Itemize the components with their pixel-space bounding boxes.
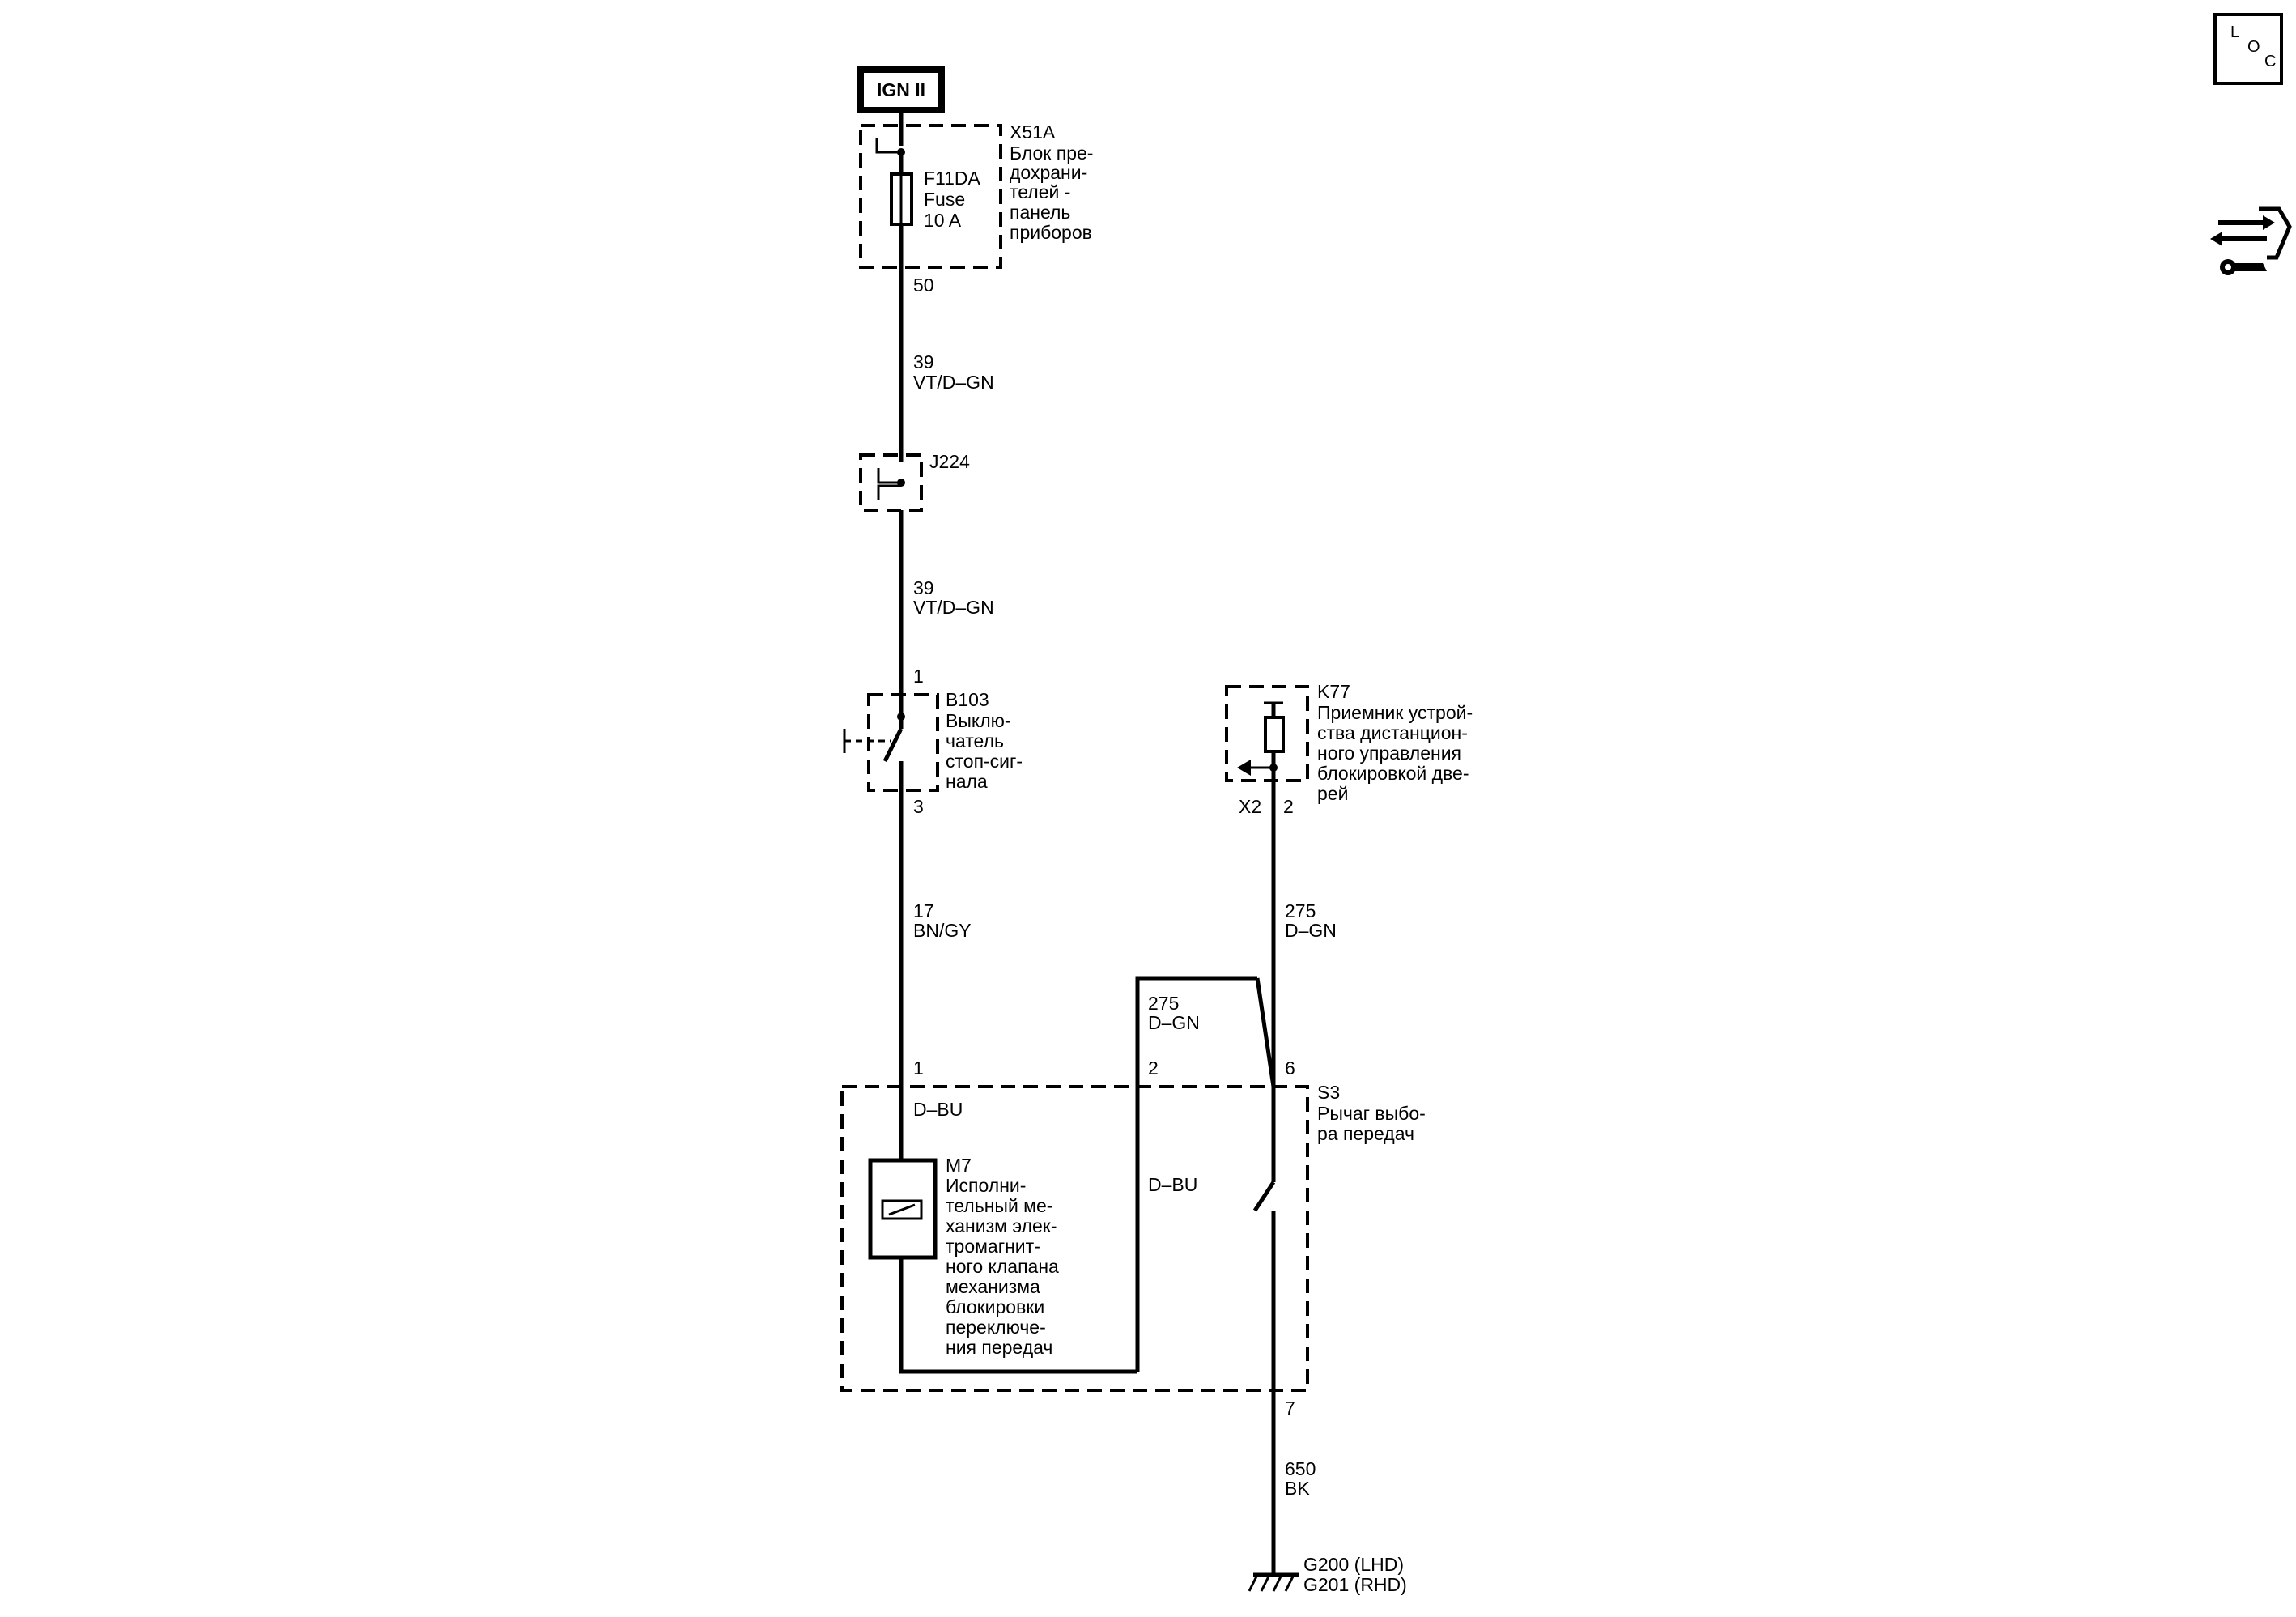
solenoid-name-line-4: тромагнит-: [946, 1236, 1040, 1257]
switch-contact-icon: [882, 727, 904, 763]
receiver-name-line-5: рей: [1317, 783, 1348, 804]
wire-275-upper-color: D–GN: [1285, 920, 1337, 941]
shifter-name-line-2: ра передач: [1317, 1123, 1414, 1144]
wire-17-color: BN/GY: [913, 920, 972, 941]
loc-icon-o: O: [2247, 38, 2260, 56]
fuse-block-x51a: F11DA Fuse 10 A X51A Блок пре- дохрани- …: [859, 121, 1093, 296]
loc-icon-l: L: [2230, 23, 2239, 41]
shifter-pin-7: 7: [1285, 1398, 1295, 1419]
receiver-id: K77: [1317, 681, 1350, 702]
solenoid-box-icon: [868, 1158, 938, 1260]
receiver-name-line-4: блокировкой две-: [1317, 763, 1469, 784]
fuse-block-pin-out: 50: [913, 274, 934, 296]
fuse-rating: 10 A: [924, 210, 962, 231]
shifter-name-line-1: Рычаг выбо-: [1317, 1103, 1426, 1124]
power-source-ign2: IGN II: [857, 66, 945, 113]
fuse-block-name-line-4: панель: [1010, 202, 1070, 223]
fuse-id: F11DA: [924, 168, 981, 189]
shifter-pin-1: 1: [913, 1057, 924, 1079]
fuse-block-name-line-3: телей -: [1010, 181, 1070, 202]
wire-275-upper-circuit: 275: [1285, 900, 1316, 921]
wire-275-loop-diagonal: [1255, 977, 1276, 1087]
fuse-block-name-line-2: дохрани-: [1010, 162, 1087, 183]
solenoid-name-line-2: тельный ме-: [946, 1195, 1052, 1216]
solenoid-coil-icon: [881, 1199, 923, 1220]
solenoid-name-line-6: механизма: [946, 1276, 1040, 1297]
wire-39-lower-color: VT/D–GN: [913, 597, 994, 618]
receiver-name-line-1: Приемник устрой-: [1317, 702, 1473, 723]
ground-g200-g201: G200 (LHD) G201 (RHD): [1248, 1554, 1407, 1595]
wire-275-loop-circuit: 275: [1148, 993, 1179, 1014]
fuse-type: Fuse: [924, 189, 965, 210]
solenoid-name-line-3: ханизм элек-: [946, 1215, 1057, 1236]
solenoid-id: M7: [946, 1155, 972, 1176]
solenoid-name-line-8: переключе-: [946, 1317, 1046, 1338]
solenoid-m7: M7 Исполни- тельный ме- ханизм элек- тро…: [868, 1155, 1059, 1358]
shifter-s3: 1 2 6 S3 Рычаг выбо- ра передач D–BU D–B…: [840, 1057, 1426, 1419]
receiver-name-line-2: ства дистанцион-: [1317, 722, 1468, 743]
loc-icon-c: C: [2264, 53, 2276, 70]
receiver-arrow-icon: [1237, 760, 1251, 776]
splice-j224: J224: [859, 451, 970, 512]
wire-650-circuit: 650: [1285, 1458, 1316, 1479]
wire-39-lower-circuit: 39: [913, 577, 934, 598]
brake-switch-name-line-2: чатель: [946, 730, 1004, 751]
brake-switch-name-line-1: Выклю-: [946, 710, 1011, 731]
wire-275-loop: [1135, 976, 1257, 1372]
brake-switch-pin-in: 1: [913, 666, 924, 687]
wire-17-circuit: 17: [913, 900, 934, 921]
solenoid-name-line-7: блокировки: [946, 1296, 1044, 1317]
splice-connector-bottom-icon: [877, 484, 901, 500]
brake-switch-b103: 1 B103 Выклю- чатель стоп-сиг- нала 3: [843, 666, 1023, 817]
solenoid-name-line-5: ного клапана: [946, 1256, 1059, 1277]
loc-icon[interactable]: L O C: [2213, 13, 2283, 85]
receiver-k77: K77 Приемник устрой- ства дистанцион- но…: [1225, 681, 1473, 817]
fuse-block-name-line-1: Блок пре-: [1010, 143, 1093, 164]
fuse-block-id: X51A: [1010, 121, 1056, 143]
shifter-pin-6: 6: [1285, 1057, 1295, 1079]
service-wrench-arrows-icon[interactable]: [2210, 206, 2292, 275]
wire-39-upper-circuit: 39: [913, 351, 934, 372]
splice-id: J224: [929, 451, 970, 472]
receiver-name-line-3: ного управления: [1317, 743, 1461, 764]
shifter-pin-2: 2: [1148, 1057, 1159, 1079]
fuse-block-connector-icon: [875, 138, 901, 154]
shifter-switch-contact-icon: [1252, 1181, 1276, 1212]
brake-switch-name-line-4: нала: [946, 771, 988, 792]
shifter-internal-wire-mid: D–BU: [1148, 1174, 1197, 1195]
wire-275-loop-color: D–GN: [1148, 1012, 1200, 1033]
ground-label-1: G200 (LHD): [1303, 1554, 1404, 1575]
shifter-internal-wire-left: D–BU: [913, 1099, 963, 1120]
solenoid-name-line-9: ния передач: [946, 1337, 1052, 1358]
brake-switch-pin-out: 3: [913, 796, 924, 817]
solenoid-name-line-1: Исполни-: [946, 1175, 1026, 1196]
receiver-resistor-icon: [1264, 716, 1285, 753]
wire-650-color: BK: [1285, 1478, 1310, 1499]
shifter-id: S3: [1317, 1082, 1340, 1103]
ground-label-2: G201 (RHD): [1303, 1574, 1407, 1595]
receiver-connector: X2: [1239, 796, 1261, 817]
brake-switch-name-line-3: стоп-сиг-: [946, 751, 1023, 772]
power-source-label: IGN II: [877, 79, 925, 100]
splice-connector-top-icon: [877, 468, 901, 484]
receiver-pin: 2: [1283, 796, 1294, 817]
fuse-block-name-line-5: приборов: [1010, 222, 1092, 243]
wire-39-upper-color: VT/D–GN: [913, 372, 994, 393]
brake-switch-id: B103: [946, 689, 989, 710]
